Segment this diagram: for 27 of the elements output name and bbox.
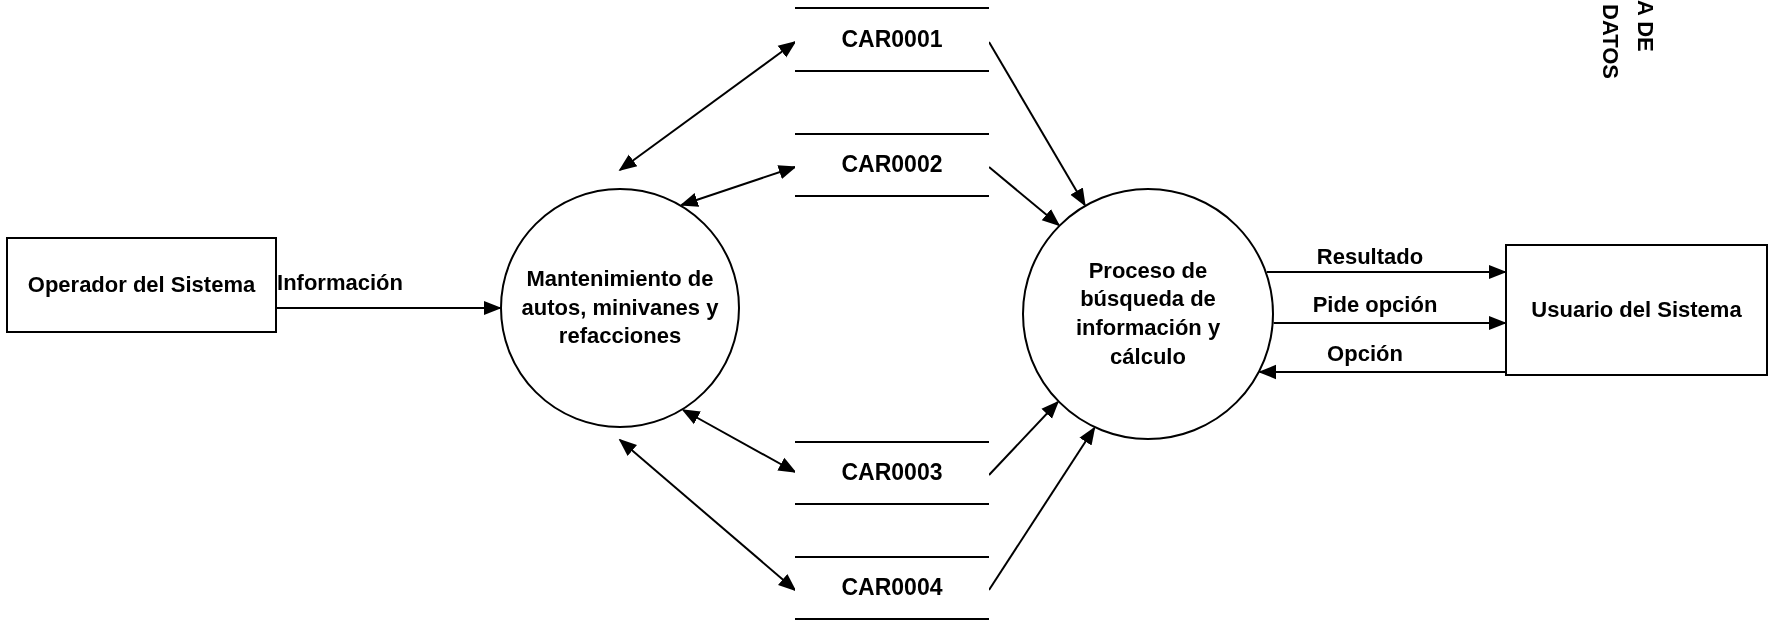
node-label: Mantenimiento de autos, minivanes y refacciones (520, 265, 720, 351)
edge-label: Opción (1327, 339, 1403, 368)
rotated-heading: DATOS (1599, 4, 1621, 79)
node-label: CAR0002 (841, 150, 943, 180)
arrow (679, 165, 797, 207)
arrow (1265, 264, 1507, 280)
arrow (988, 166, 1061, 227)
node-label: CAR0003 (841, 458, 943, 488)
arrow (618, 438, 797, 592)
arrow (988, 41, 1086, 207)
edge-label: Resultado (1316, 242, 1424, 271)
arrow (1258, 364, 1506, 380)
arrow (988, 400, 1060, 476)
arrow (276, 300, 502, 316)
arrow (988, 426, 1096, 591)
external-entity-box (1505, 244, 1768, 376)
node-label: CAR0001 (841, 24, 943, 54)
node-label: Proceso de búsqueda de información y cálculo (1074, 256, 1222, 371)
external-entity-box (6, 237, 277, 333)
edge-label: Información (277, 268, 403, 297)
arrow (681, 409, 797, 473)
arrow (618, 40, 797, 172)
node-label: Usuario del Sistema (1530, 295, 1743, 324)
node-label: Operador del Sistema (26, 270, 257, 299)
node-label: CAR0004 (841, 573, 943, 603)
rotated-heading: A DE (1634, 0, 1656, 52)
edge-label: Pide opción (1312, 290, 1438, 319)
